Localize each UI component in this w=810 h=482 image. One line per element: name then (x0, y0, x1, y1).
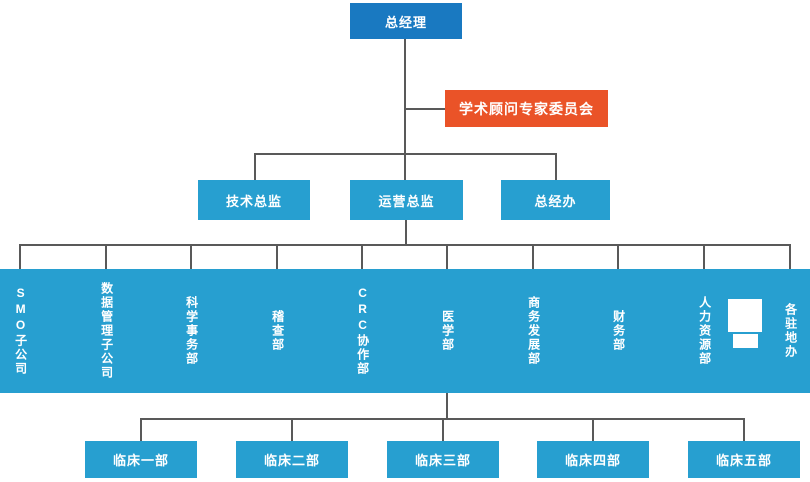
connector-line (405, 220, 407, 246)
node-clinical-dept-1: 临床一部 (85, 441, 197, 478)
connector-line (404, 108, 447, 110)
connector-line (789, 246, 791, 269)
connector-line (254, 153, 557, 155)
connector-line (592, 420, 594, 441)
connector-line (743, 420, 745, 441)
connector-line (19, 244, 791, 246)
dept-medical: 医学部 (417, 269, 477, 393)
connector-line (19, 246, 21, 269)
node-clinical-dept-2: 临床二部 (236, 441, 348, 478)
node-clinical-dept-2-label: 临床二部 (263, 453, 320, 468)
connector-line (404, 38, 406, 154)
dept-scientific-affairs-label: 科学事务部 (184, 296, 199, 366)
connector-line (446, 393, 448, 420)
dept-medical-label: 医学部 (440, 310, 455, 352)
node-clinical-dept-5-label: 临床五部 (715, 453, 772, 468)
department-band (0, 269, 810, 393)
dept-human-resources-label: 人力资源部 (697, 296, 712, 366)
node-advisory-committee: 学术顾问专家委员会 (445, 90, 608, 127)
connector-line (555, 155, 557, 180)
connector-line (291, 420, 293, 441)
node-clinical-dept-5: 临床五部 (688, 441, 800, 478)
dept-audit: 稽查部 (247, 269, 307, 393)
dept-business-development-label: 商务发展部 (526, 296, 541, 366)
node-general-manager-label: 总经理 (384, 14, 427, 30)
node-clinical-dept-3-label: 临床三部 (414, 453, 471, 468)
connector-line (190, 246, 192, 269)
connector-line (446, 246, 448, 269)
node-operations-director-label: 运营总监 (378, 193, 435, 209)
dept-smo-subsidiary: SMO子公司 (0, 269, 50, 393)
dept-audit-label: 稽查部 (270, 310, 285, 352)
connector-line (617, 246, 619, 269)
dept-data-management-subsidiary: 数据管理子公司 (76, 269, 136, 393)
dept-resident-offices-label: 各驻地办 (783, 303, 798, 359)
connector-line (361, 246, 363, 269)
connector-line (105, 246, 107, 269)
node-general-manager: 总经理 (350, 3, 462, 39)
dept-crc-collaboration: CRC协作部 (332, 269, 392, 393)
white-placeholder-large (728, 299, 762, 332)
node-advisory-committee-label: 学术顾问专家委员会 (459, 100, 594, 117)
node-operations-director: 运营总监 (350, 180, 463, 220)
node-clinical-dept-1-label: 临床一部 (112, 453, 169, 468)
dept-human-resources: 人力资源部 (674, 269, 734, 393)
dept-business-development: 商务发展部 (503, 269, 563, 393)
connector-line (442, 420, 444, 441)
connector-line (532, 246, 534, 269)
dept-data-management-subsidiary-label: 数据管理子公司 (99, 282, 114, 380)
dept-finance-label: 财务部 (611, 310, 626, 352)
connector-line (140, 418, 745, 420)
dept-smo-subsidiary-label: SMO子公司 (13, 286, 28, 376)
connector-line (254, 155, 256, 180)
node-technical-director-label: 技术总监 (225, 193, 282, 209)
dept-crc-collaboration-label: CRC协作部 (355, 286, 370, 376)
dept-scientific-affairs: 科学事务部 (161, 269, 221, 393)
dept-resident-offices: 各驻地办 (760, 269, 810, 393)
white-placeholder-small (733, 334, 758, 348)
connector-line (140, 420, 142, 441)
node-gm-office-label: 总经办 (534, 193, 577, 209)
connector-line (703, 246, 705, 269)
node-clinical-dept-3: 临床三部 (387, 441, 499, 478)
node-gm-office: 总经办 (501, 180, 610, 220)
node-clinical-dept-4-label: 临床四部 (564, 453, 621, 468)
node-technical-director: 技术总监 (198, 180, 310, 220)
node-clinical-dept-4: 临床四部 (537, 441, 649, 478)
connector-line (276, 246, 278, 269)
connector-line (404, 155, 406, 180)
dept-finance: 财务部 (588, 269, 648, 393)
